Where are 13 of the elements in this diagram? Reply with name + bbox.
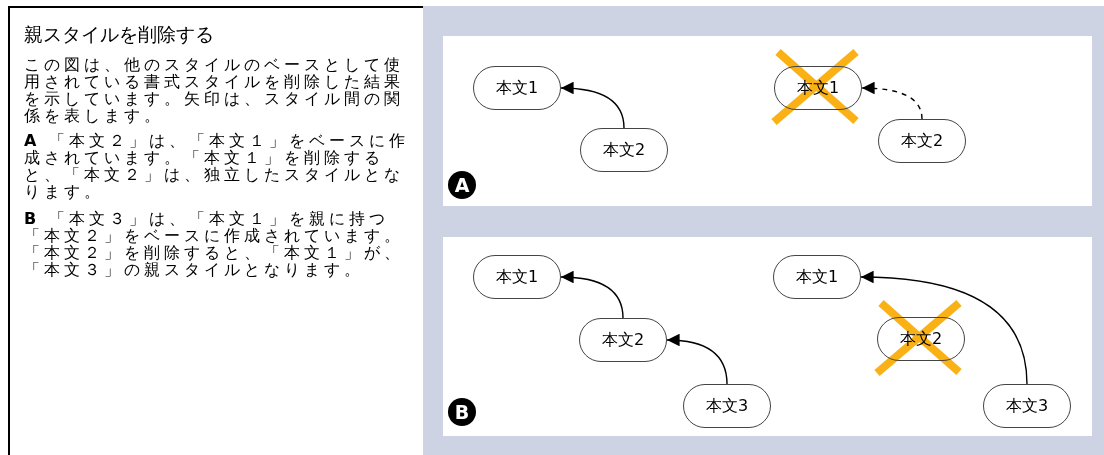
heading: 親スタイルを削除する: [24, 22, 214, 47]
paragraph: B 「本文３」は、「本文１」を親に持つ「本文２」をベースに作成されています。「本文２」を削除すると、「本文１」が、「本文３」の親スタイルとなります。: [24, 210, 405, 278]
panel-letter-badge: A: [448, 171, 476, 199]
arrow: [666, 334, 728, 385]
diagram-panel: [443, 36, 1092, 206]
arrow: [861, 82, 923, 120]
arrow: [860, 271, 1028, 385]
arrow: [560, 82, 625, 129]
diagram-panel: [443, 237, 1092, 436]
panel-letter-badge: B: [448, 398, 476, 426]
arrow: [560, 271, 624, 319]
paragraph: A 「本文２」は、「本文１」をベースに作成されています。「本文１」を削除すると、「本文２」は、独立したスタイルとなります。: [24, 132, 411, 200]
paragraph: この図は、他のスタイルのベースとして使用されている書式スタイルを削除した結果を示しています。矢印は、スタイル間の関係を表します。: [24, 56, 405, 124]
